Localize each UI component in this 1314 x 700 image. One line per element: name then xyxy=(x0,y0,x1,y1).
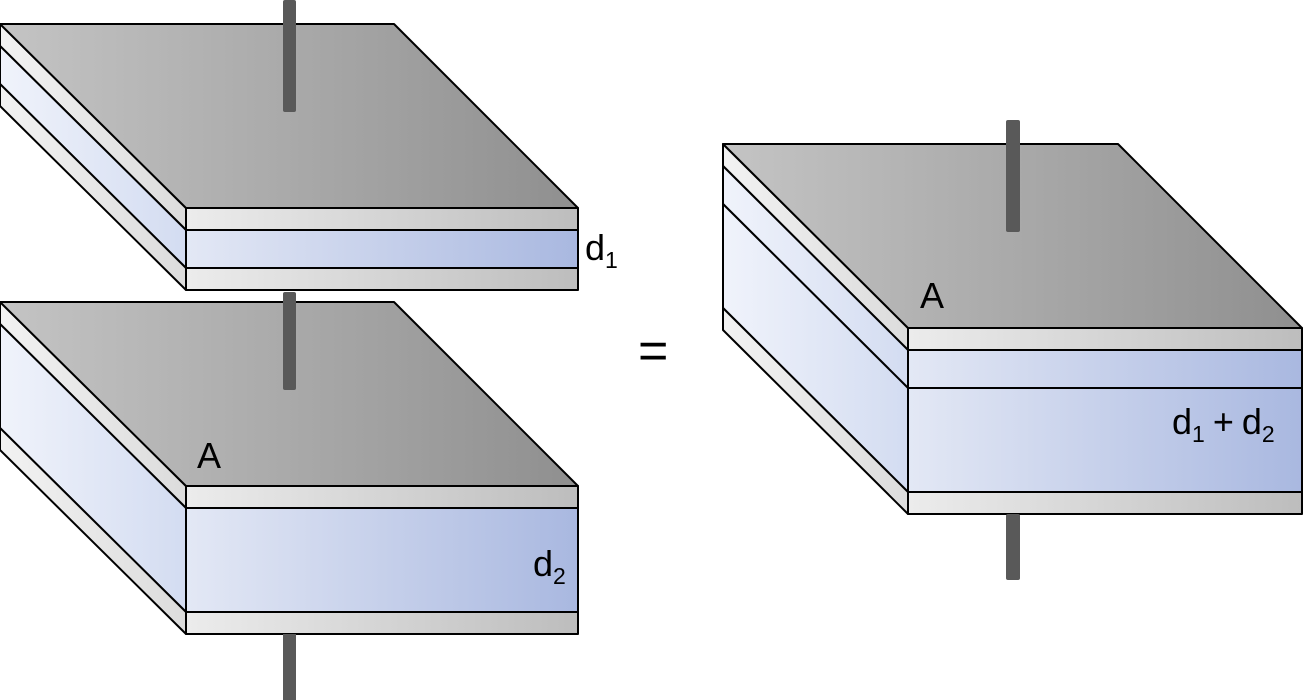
capacitor-2-area-label: A xyxy=(197,435,221,476)
combined-capacitor xyxy=(722,143,1303,515)
capacitor-1-bottom-plate xyxy=(185,267,579,291)
capacitor-2-dielectric xyxy=(185,507,579,613)
capacitor-1-dielectric xyxy=(185,229,579,269)
capacitor-1-top-lead xyxy=(283,0,296,112)
capacitor-2-top-plate xyxy=(185,485,579,509)
capacitor-2 xyxy=(0,301,579,635)
combined-area-label: A xyxy=(920,275,944,316)
combined-bottom-plate xyxy=(907,491,1303,515)
capacitor-2-bottom-plate xyxy=(185,611,579,635)
capacitor-1-top-plate xyxy=(185,207,579,231)
combined-dielectric-1 xyxy=(907,349,1303,389)
combined-top-plate xyxy=(907,327,1303,351)
capacitor-2-thickness-label: d2 xyxy=(533,543,566,589)
combined-thickness-label: d1+d2 xyxy=(1172,401,1275,447)
combined-bottom-lead xyxy=(1006,514,1020,580)
combined-dielectric-2 xyxy=(907,387,1303,493)
capacitor-2-top-lead xyxy=(283,292,296,390)
capacitor-2-bottom-lead xyxy=(283,634,296,700)
equals-sign: = xyxy=(638,322,668,380)
capacitor-1-thickness-label: d1 xyxy=(585,227,618,273)
combined-top-lead xyxy=(1006,120,1020,232)
capacitor-1 xyxy=(0,23,579,291)
